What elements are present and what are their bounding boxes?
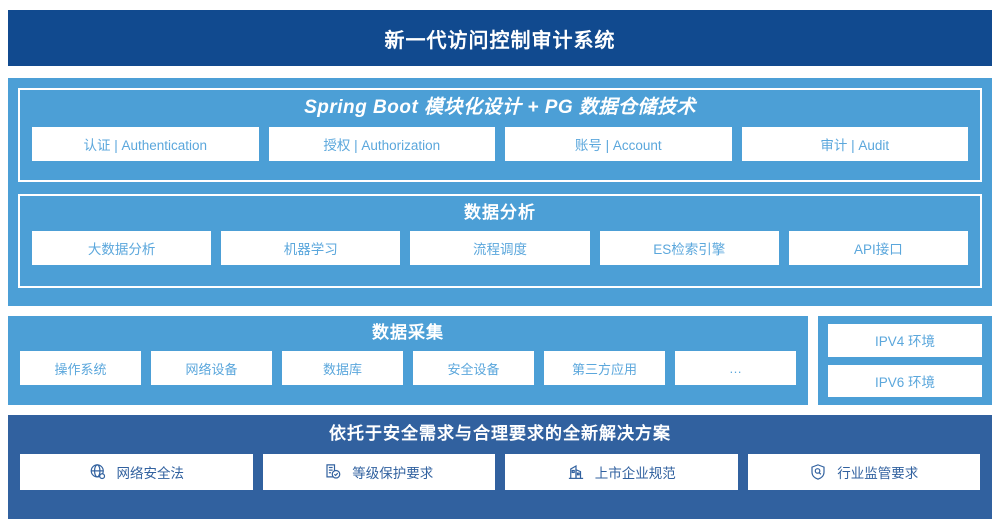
data-collection-section: 数据采集 操作系统 网络设备 数据库 安全设备 第三方应用 … — [8, 316, 808, 405]
page-title: 新一代访问控制审计系统 — [384, 29, 616, 52]
data-analysis-heading: 数据分析 — [464, 203, 536, 222]
building-icon — [567, 463, 585, 481]
data-collection-source-row: 操作系统 网络设备 数据库 安全设备 第三方应用 … — [20, 351, 796, 385]
source-security-device[interactable]: 安全设备 — [413, 351, 534, 385]
springboot-group: Spring Boot 模块化设计 + PG 数据仓储技术 认证 | Authe… — [18, 88, 982, 182]
document-check-icon — [324, 463, 342, 481]
module-process-scheduling[interactable]: 流程调度 — [410, 231, 590, 265]
module-big-data-analysis[interactable]: 大数据分析 — [32, 231, 212, 265]
compliance-cybersecurity-law[interactable]: 网络安全法 — [20, 454, 253, 490]
compliance-classified-protection[interactable]: 等级保护要求 — [262, 454, 495, 490]
source-network-device[interactable]: 网络设备 — [151, 351, 272, 385]
shield-search-icon — [809, 463, 827, 481]
source-more[interactable]: … — [675, 351, 796, 385]
compliance-item-label: 等级保护要求 — [352, 466, 434, 481]
environment-ipv6[interactable]: IPV6 环境 — [828, 364, 982, 397]
module-audit[interactable]: 审计 | Audit — [741, 127, 968, 161]
source-database[interactable]: 数据库 — [282, 351, 403, 385]
system-title-bar: 新一代访问控制审计系统 — [8, 10, 992, 66]
compliance-section: 依托于安全需求与合理要求的全新解决方案 网络安全法 — [8, 415, 992, 519]
source-third-party-application[interactable]: 第三方应用 — [544, 351, 665, 385]
compliance-item-label: 上市企业规范 — [594, 466, 676, 481]
data-analysis-group: 数据分析 大数据分析 机器学习 流程调度 ES检索引擎 API接口 — [18, 194, 982, 288]
platform-section: Spring Boot 模块化设计 + PG 数据仓储技术 认证 | Authe… — [8, 78, 992, 306]
module-authorization[interactable]: 授权 | Authorization — [268, 127, 495, 161]
springboot-module-row: 认证 | Authentication 授权 | Authorization 账… — [32, 127, 968, 161]
data-analysis-module-row: 大数据分析 机器学习 流程调度 ES检索引擎 API接口 — [32, 231, 969, 265]
module-authentication[interactable]: 认证 | Authentication — [32, 127, 259, 161]
globe-icon — [89, 463, 107, 481]
compliance-item-label: 行业监管要求 — [837, 466, 919, 481]
compliance-heading: 依托于安全需求与合理要求的全新解决方案 — [329, 424, 671, 443]
source-operating-system[interactable]: 操作系统 — [20, 351, 141, 385]
compliance-industry-regulation[interactable]: 行业监管要求 — [747, 454, 980, 490]
environment-ipv4[interactable]: IPV4 环境 — [828, 324, 982, 357]
module-api-interface[interactable]: API接口 — [788, 231, 969, 265]
module-machine-learning[interactable]: 机器学习 — [221, 231, 401, 265]
module-account[interactable]: 账号 | Account — [505, 127, 732, 161]
network-environment-section: IPV4 环境 IPV6 环境 — [818, 316, 992, 405]
compliance-item-row: 网络安全法 等级保护要求 — [20, 454, 980, 490]
data-collection-heading: 数据采集 — [372, 323, 444, 342]
springboot-heading: Spring Boot 模块化设计 + PG 数据仓储技术 — [304, 97, 696, 118]
compliance-listed-enterprise-standard[interactable]: 上市企业规范 — [505, 454, 738, 490]
compliance-item-label: 网络安全法 — [116, 466, 185, 481]
module-es-search-engine[interactable]: ES检索引擎 — [599, 231, 779, 265]
